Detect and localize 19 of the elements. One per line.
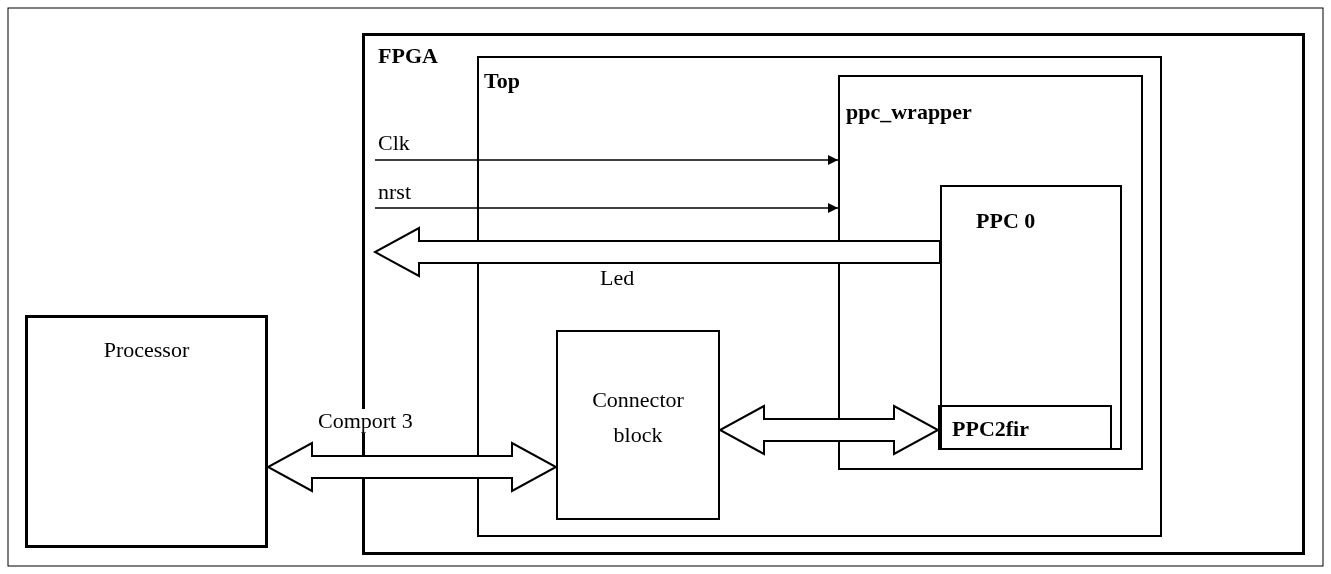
block-label: PPC 0 (976, 209, 1036, 234)
block-label: Processor (102, 338, 191, 363)
block-arrow (372, 226, 941, 278)
block-label: ppc_wrapper (846, 100, 972, 125)
arrow (374, 203, 839, 213)
block-label: PPC2fir (952, 417, 1029, 442)
block-box (938, 405, 1112, 450)
block-arrow (717, 404, 941, 456)
block-box (940, 185, 1122, 450)
block-box (477, 56, 1162, 537)
signal-label: Comport 3 (318, 409, 413, 434)
block-label: Top (484, 69, 520, 94)
block-box (838, 75, 1143, 470)
block-label: Connector block (591, 386, 685, 450)
block-box (556, 330, 720, 520)
block-arrow (265, 441, 559, 493)
arrow (374, 155, 839, 165)
block-label: FPGA (378, 44, 438, 69)
block-box (25, 315, 268, 548)
